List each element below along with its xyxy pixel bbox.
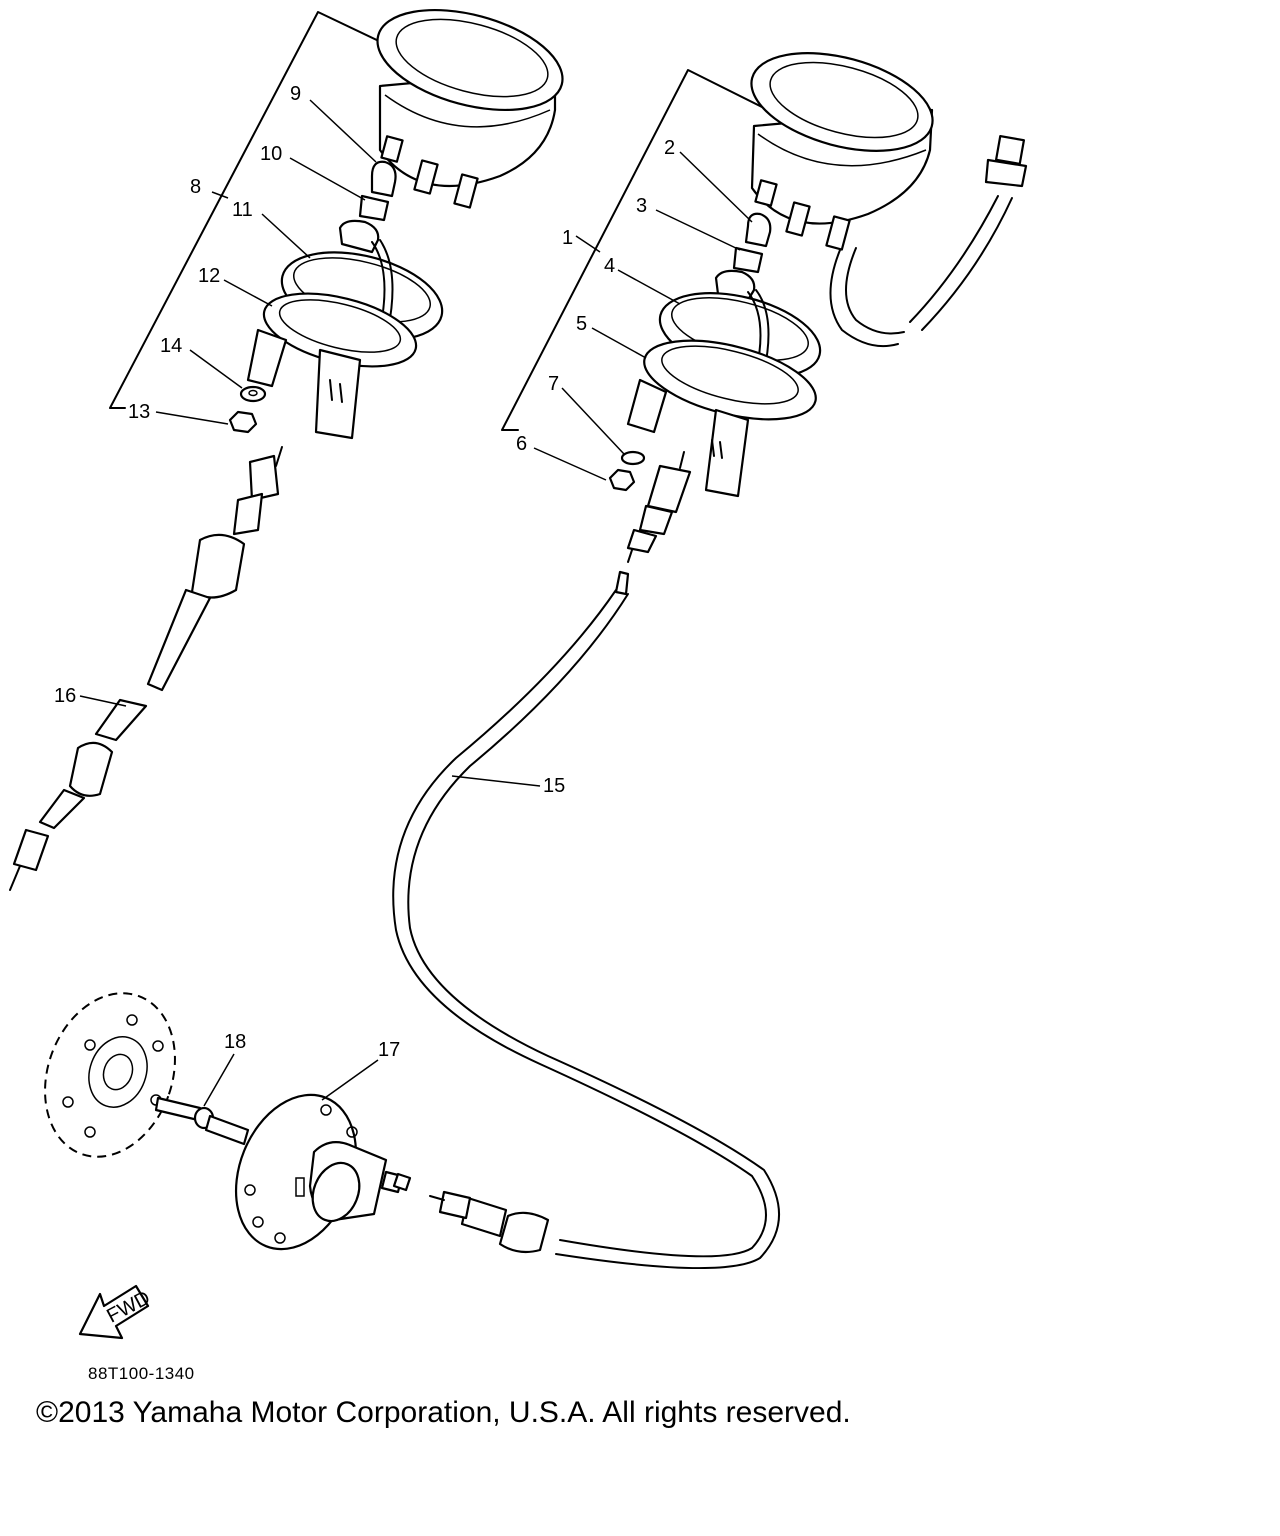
label-11: 11 [232, 199, 253, 221]
label-8: 8 [190, 176, 201, 198]
bracket-5 [626, 339, 817, 498]
label-1: 1 [562, 227, 573, 249]
forward-arrow-icon: FWD [78, 1284, 154, 1340]
label-10: 10 [260, 143, 282, 165]
socket-10 [358, 194, 390, 222]
socket-holder [338, 219, 380, 254]
label-17: 17 [378, 1039, 400, 1061]
bracket-12 [246, 292, 418, 440]
speedometer-cable-top [626, 451, 692, 563]
drive-shaft-18 [154, 1053, 250, 1146]
washer-7 [620, 450, 646, 466]
label-2: 2 [664, 137, 675, 159]
right-group-bracket [501, 69, 773, 431]
wheel-hub-disc [44, 992, 176, 1158]
left-group-bracket [109, 11, 403, 409]
nut-13 [228, 410, 258, 434]
nut-6 [608, 468, 636, 492]
label-9: 9 [290, 83, 301, 105]
label-18: 18 [224, 1031, 246, 1053]
label-15: 15 [543, 775, 565, 797]
washer-14 [239, 385, 267, 403]
bulb-2 [744, 212, 772, 248]
copyright-notice: ©2013 Yamaha Motor Corporation, U.S.A. A… [36, 1396, 851, 1429]
label-6: 6 [516, 433, 527, 455]
label-16: 16 [54, 685, 76, 707]
label-5: 5 [576, 313, 587, 335]
label-13: 13 [128, 401, 150, 423]
label-14: 14 [160, 335, 182, 357]
bulb-9 [370, 160, 397, 198]
right-tube [829, 249, 899, 348]
tachometer-cable-16 [9, 446, 283, 891]
right-meter-assembly [501, 52, 1028, 563]
diagram-code: 88T100-1340 [88, 1364, 195, 1383]
label-3: 3 [636, 195, 647, 217]
speedometer-cable-15 [392, 570, 781, 1270]
left-meter-body [376, 8, 564, 209]
socket-3 [732, 246, 764, 274]
left-meter-assembly [109, 8, 564, 440]
hose-fitting [909, 134, 1028, 331]
label-4: 4 [604, 255, 615, 277]
right-meter-body [750, 52, 934, 251]
label-7: 7 [548, 373, 559, 395]
label-12: 12 [198, 265, 220, 287]
speedometer-gear-unit-17 [234, 1059, 412, 1251]
